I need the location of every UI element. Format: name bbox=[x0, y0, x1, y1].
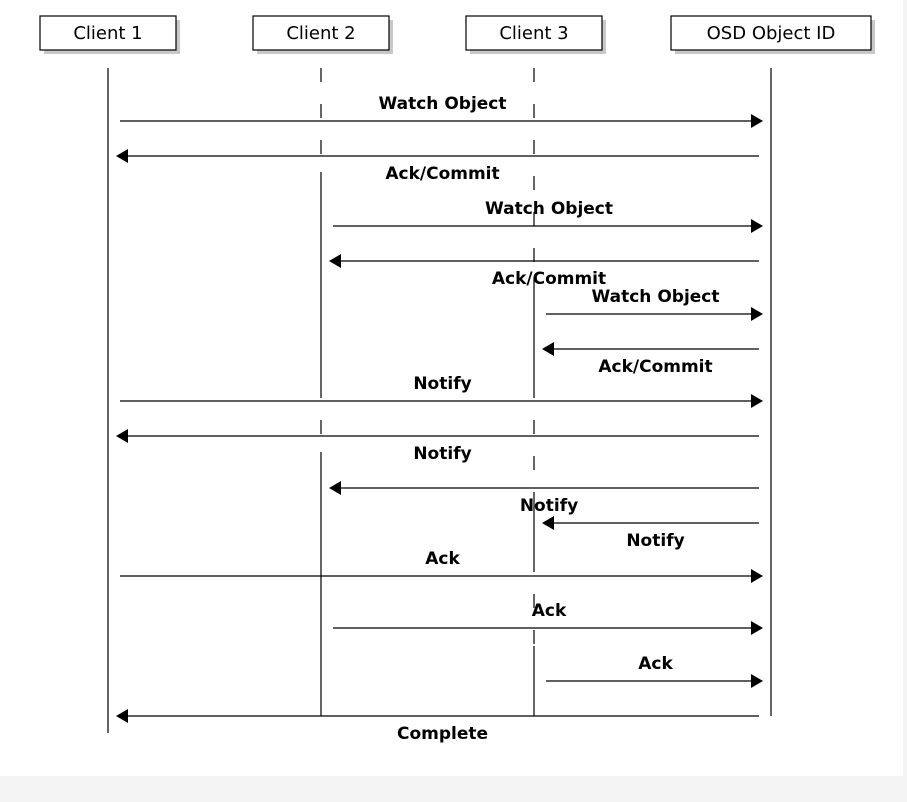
arrowhead bbox=[116, 149, 128, 163]
message-label: Notify bbox=[413, 374, 471, 394]
participant-box bbox=[252, 15, 390, 51]
message-label: Notify bbox=[626, 531, 684, 551]
message-label: Ack bbox=[532, 601, 567, 621]
participant-c1: Client 1 bbox=[39, 15, 180, 54]
message-label: Ack/Commit bbox=[492, 269, 606, 289]
arrowhead bbox=[542, 342, 554, 356]
arrowhead bbox=[751, 569, 763, 583]
message-14: Complete bbox=[116, 709, 759, 744]
arrowhead bbox=[542, 516, 554, 530]
arrowhead bbox=[116, 429, 128, 443]
message-3: Watch Object bbox=[333, 199, 763, 233]
arrowhead bbox=[751, 219, 763, 233]
participant-label: Client 3 bbox=[499, 23, 568, 44]
message-5: Watch Object bbox=[546, 287, 763, 321]
participant-c2: Client 2 bbox=[252, 15, 393, 54]
message-9: Notify bbox=[329, 481, 759, 516]
arrowhead bbox=[329, 254, 341, 268]
participant-box bbox=[39, 15, 177, 51]
participant-c3: Client 3 bbox=[465, 15, 606, 54]
message-label: Ack/Commit bbox=[598, 357, 712, 377]
arrowhead bbox=[751, 307, 763, 321]
arrowhead bbox=[751, 621, 763, 635]
participant-label: Client 2 bbox=[286, 23, 355, 44]
message-10: Notify bbox=[542, 516, 759, 551]
arrowhead bbox=[751, 674, 763, 688]
lifelines bbox=[107, 68, 772, 733]
arrowhead bbox=[751, 114, 763, 128]
message-13: Ack bbox=[546, 654, 763, 688]
participant-osd: OSD Object ID bbox=[670, 15, 875, 54]
message-6: Ack/Commit bbox=[542, 342, 759, 377]
message-label: Watch Object bbox=[378, 94, 506, 114]
participant-label: OSD Object ID bbox=[707, 23, 836, 44]
diagram-canvas: Client 1 Client 2 Client 3 OSD Object ID Wat… bbox=[0, 0, 903, 776]
participant-box bbox=[465, 15, 603, 51]
message-8: Notify bbox=[116, 429, 759, 464]
participant-box bbox=[670, 15, 872, 51]
message-1: Watch Object bbox=[120, 94, 763, 128]
participant-label: Client 1 bbox=[73, 23, 142, 44]
arrowhead bbox=[329, 481, 341, 495]
message-label: Notify bbox=[413, 444, 471, 464]
message-2: Ack/Commit bbox=[116, 149, 759, 184]
message-label: Complete bbox=[397, 724, 488, 744]
arrowhead bbox=[116, 709, 128, 723]
message-12: Ack bbox=[333, 601, 763, 635]
sequence-diagram: Client 1 Client 2 Client 3 OSD Object ID Wat… bbox=[39, 15, 875, 744]
arrowhead bbox=[751, 394, 763, 408]
message-label: Ack/Commit bbox=[385, 164, 499, 184]
message-label: Watch Object bbox=[591, 287, 719, 307]
message-4: Ack/Commit bbox=[329, 254, 759, 289]
message-label: Notify bbox=[520, 496, 578, 516]
message-7: Notify bbox=[120, 374, 763, 408]
message-label: Watch Object bbox=[485, 199, 613, 219]
message-label: Ack bbox=[425, 549, 460, 569]
message-11: Ack bbox=[120, 549, 763, 583]
message-label: Ack bbox=[638, 654, 673, 674]
